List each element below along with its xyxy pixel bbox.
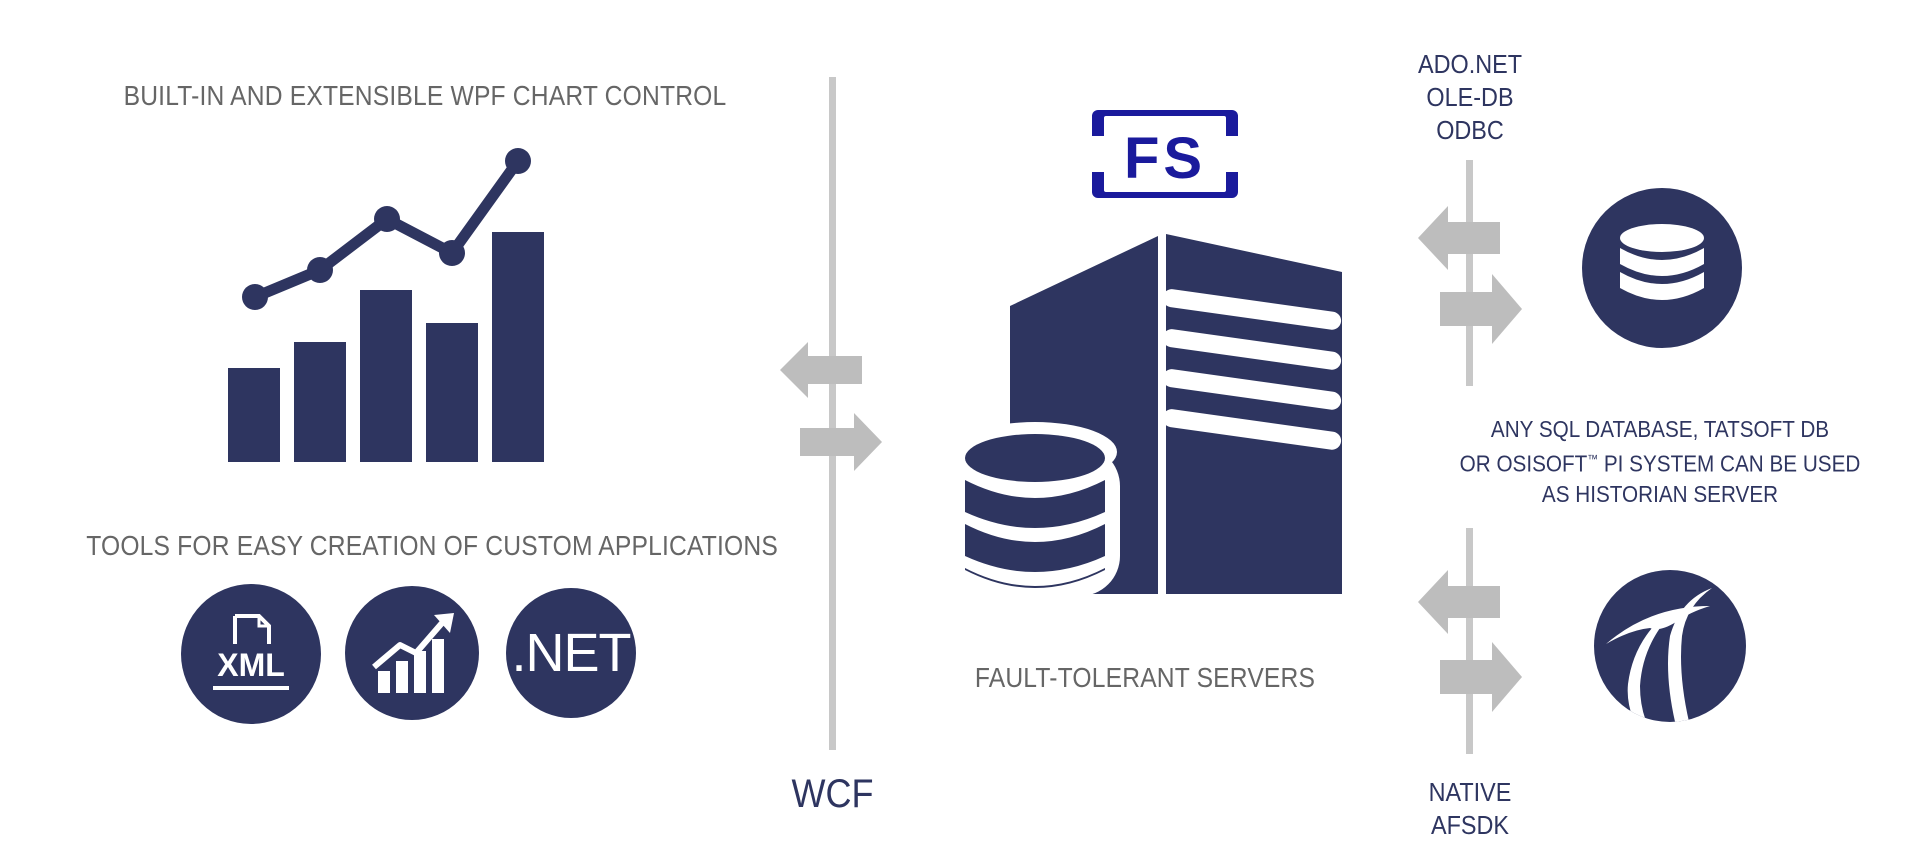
arrow-left-icon [1418, 206, 1500, 270]
wcf-divider-line [829, 77, 836, 750]
trademark-mark: ™ [1587, 452, 1599, 466]
historian-note: ANY SQL DATABASE, TATSOFT DB OR OSISOFT™… [1444, 414, 1876, 509]
arrow-left-icon [1418, 570, 1500, 634]
dotnet-label: .NET [511, 623, 631, 683]
fs-logo-text: FS [1124, 126, 1206, 191]
wcf-label: WCF [791, 772, 874, 816]
sql-connector-line [1466, 160, 1473, 386]
chart-point [307, 257, 333, 283]
xml-icon: XML [181, 584, 321, 724]
bottom-protocols: NATIVE AFSDK [1398, 776, 1542, 842]
osisoft-pi-icon [1594, 570, 1746, 722]
protocol-native: NATIVE [1428, 777, 1512, 807]
dotnet-icon: .NET [506, 588, 636, 718]
sql-database-icon [1582, 188, 1742, 348]
chart-point [374, 206, 400, 232]
chart-bar-1 [228, 368, 280, 462]
arrow-left-icon [780, 342, 862, 398]
growth-chart-icon [345, 586, 479, 720]
arrow-right-icon [800, 413, 882, 471]
servers-caption: FAULT-TOLERANT SERVERS [974, 662, 1316, 693]
historian-note-line3: AS HISTORIAN SERVER [1541, 480, 1779, 507]
protocol-odbc: ODBC [1436, 115, 1504, 145]
xml-label: XML [217, 647, 285, 683]
historian-note-line2: OR OSISOFT™ PI SYSTEM CAN BE USED [1459, 450, 1861, 477]
chart-bar-4 [426, 323, 478, 462]
historian-note-line1: ANY SQL DATABASE, TATSOFT DB [1490, 416, 1830, 442]
chart-bar-3 [360, 290, 412, 462]
pi-connector-line [1466, 528, 1473, 754]
top-protocols: ADO.NET OLE-DB ODBC [1398, 48, 1542, 147]
arrow-right-icon [1440, 642, 1522, 712]
protocol-afsdk: AFSDK [1430, 810, 1510, 840]
protocol-adonet: ADO.NET [1417, 49, 1523, 79]
server-building-icon [950, 232, 1342, 596]
chart-point [505, 148, 531, 174]
chart-bar-5 [492, 232, 544, 462]
chart-icon [228, 148, 544, 462]
protocol-oledb: OLE-DB [1426, 82, 1514, 112]
arrow-right-icon [1440, 274, 1522, 344]
tools-title: TOOLS FOR EASY CREATION OF CUSTOM APPLIC… [86, 530, 778, 561]
chart-point [439, 240, 465, 266]
chart-bar-2 [294, 342, 346, 462]
chart-control-title: BUILT-IN AND EXTENSIBLE WPF CHART CONTRO… [123, 80, 727, 111]
fs-logo: FS [1092, 110, 1238, 198]
chart-point [242, 284, 268, 310]
